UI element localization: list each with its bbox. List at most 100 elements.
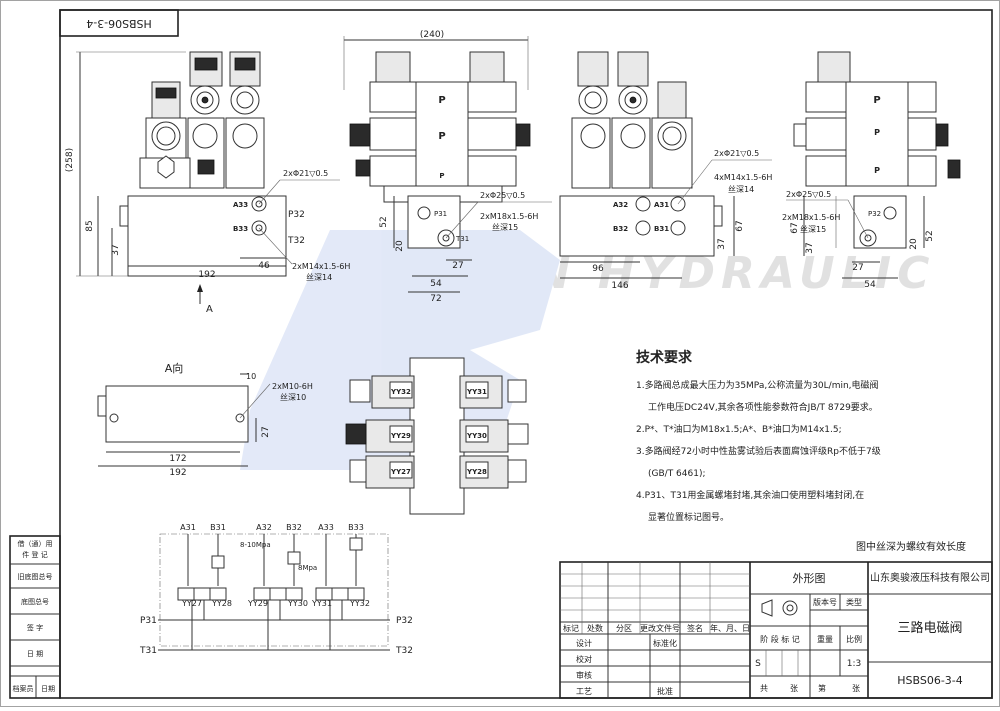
- side-bottom-1: 档案员: [13, 684, 34, 693]
- callout-phi21-a: 2xΦ21▽0.5: [283, 169, 328, 178]
- req-line-4: 3.多路阀经72小时中性盐雾试验后表面腐蚀评级Rp不低于7级: [636, 445, 881, 457]
- callout-m18-b-depth: 丝深15: [800, 224, 826, 234]
- sch-t32: T32: [395, 646, 413, 656]
- side-coil-1: [375, 51, 411, 83]
- req-line-5: (GB/T 6461);: [648, 469, 706, 479]
- view-a: A向 10 2xM10-6H 丝深10 27 172 192: [97, 361, 313, 478]
- sch-pressure-2: 8Mpa: [298, 564, 317, 572]
- sch-yy28: YY28: [211, 599, 232, 608]
- view-a-arrow: A: [206, 304, 213, 315]
- tb-company: 山东奥骏液压科技有限公司: [870, 571, 990, 584]
- sch-b31: B31: [210, 523, 226, 532]
- side-row-1a: 借（通）用: [18, 539, 53, 548]
- tb-sheets: 张: [790, 684, 798, 693]
- callout-phi21-b: 2xΦ21▽0.5: [714, 149, 759, 158]
- callout-m18-b: 2xM18x1.5-6H: [782, 213, 840, 222]
- front-view: A33 B33 P32 T32 (258) 85 37 192 46 2xΦ21…: [65, 51, 350, 315]
- sch-b32: B32: [286, 523, 302, 532]
- tb-date: 年、月、日: [710, 623, 750, 633]
- dim-10: 10: [246, 372, 256, 381]
- sch-yy32: YY32: [349, 599, 370, 608]
- port-b31: B31: [654, 225, 669, 233]
- callout-m14-b-depth: 丝深14: [728, 184, 754, 194]
- tb-sheets-2: 张: [852, 684, 860, 693]
- callout-m18-a: 2xM18x1.5-6H: [480, 212, 538, 221]
- sch-pressure-1: 8-10Mpa: [240, 541, 271, 549]
- port-t31: T31: [455, 235, 469, 243]
- projection-symbol: [761, 599, 773, 617]
- front-coil-1: [151, 81, 181, 119]
- side-coil-2: [469, 51, 505, 83]
- sch-a31: A31: [180, 523, 196, 532]
- dim-37a: 37: [111, 244, 121, 255]
- tb-standardize: 标准化: [653, 638, 677, 648]
- port-p32-right: P32: [868, 210, 881, 218]
- sch-yy29: YY29: [247, 599, 268, 608]
- port-p-6: P: [874, 166, 880, 175]
- dim-192a: 192: [198, 270, 215, 280]
- port-b32: B32: [613, 225, 628, 233]
- tb-version-no: 版本号: [813, 597, 837, 607]
- sch-p32: P32: [396, 616, 413, 626]
- dim-27a: 27: [452, 261, 463, 271]
- dim-85: 85: [85, 220, 95, 231]
- hydraulic-schematic: A31 B31 A32 B32 A33 B33 8-10Mpa 8Mpa YY2…: [139, 523, 413, 656]
- port-a32: A32: [613, 201, 628, 209]
- port-p-3: P: [439, 172, 444, 180]
- port-t32: T32: [287, 236, 305, 246]
- sch-p31: P31: [140, 616, 157, 626]
- side-manual-knob-left: [349, 123, 371, 147]
- sch-a32: A32: [256, 523, 272, 532]
- tb-stage-mark: 阶 段 标 记: [760, 634, 800, 644]
- req-line-7: 显著位置标记图号。: [648, 511, 729, 523]
- callout-m10: 2xM10-6H: [272, 382, 313, 391]
- callout-m10-depth: 丝深10: [280, 392, 306, 402]
- side-view-left: (240) P P P P31 T31 52 20 27 54 72 2xΦ25…: [343, 30, 552, 304]
- req-line-3: 2.P*、T*油口为M18x1.5;A*、B*油口为M14x1.5;: [636, 423, 842, 435]
- tb-approve: 批准: [657, 686, 673, 696]
- callout-phi25-b: 2xΦ25▽0.5: [786, 190, 831, 199]
- port-p-4: P: [873, 95, 880, 106]
- tb-check: 校对: [576, 654, 592, 664]
- tb-type: 类型: [846, 597, 862, 607]
- port-p31: P31: [434, 210, 447, 218]
- dim-96: 96: [592, 264, 604, 274]
- side-manual-knob-right: [515, 123, 531, 147]
- side-bottom-2: 日期: [41, 685, 55, 693]
- drawing-code-rotated: HSBS06-3-4: [86, 17, 152, 30]
- view-a-title: A向: [165, 361, 184, 375]
- tb-count: 处数: [587, 623, 603, 633]
- req-line-1: 1.多路阀总成最大压力为35MPa,公称流量为30L/min,电磁阀: [636, 379, 879, 391]
- tb-number: 第: [818, 683, 826, 693]
- tb-drawing-no: HSBS06-3-4: [897, 674, 963, 687]
- coil-yy30: YY30: [466, 432, 487, 440]
- side-row-3: 底图总号: [21, 597, 49, 606]
- tb-stage-s: S: [755, 659, 761, 669]
- tb-total: 共: [760, 684, 768, 693]
- code-box: [59, 9, 179, 37]
- callout-m18-a-depth: 丝深15: [492, 222, 518, 232]
- technical-requirements: 技术要求 1.多路阀总成最大压力为35MPa,公称流量为30L/min,电磁阀 …: [636, 349, 966, 553]
- rear-coil-3: [657, 81, 687, 119]
- callout-m14-b: 4xM14x1.5-6H: [714, 173, 772, 182]
- side-row-4: 签 字: [27, 623, 43, 632]
- dim-54a: 54: [430, 279, 442, 289]
- dim-37b: 37: [717, 238, 727, 249]
- port-a32-circle: [635, 196, 651, 212]
- dim-20b: 20: [909, 238, 919, 250]
- side-row-2: 旧底图总号: [18, 572, 53, 581]
- coil-yy29: YY29: [390, 432, 411, 440]
- tb-drawing-type: 外形图: [793, 572, 826, 585]
- dim-27b: 27: [852, 263, 863, 273]
- tb-scale-val: 1:3: [847, 659, 861, 669]
- rear-coil-2: [617, 51, 649, 87]
- dim-72: 72: [430, 294, 441, 304]
- inner-frame: [59, 9, 993, 699]
- coil-yy28: YY28: [466, 468, 487, 476]
- side-view-right: P P P P32 27 54 52 20 67 37 2xΦ25▽0.5 2x…: [782, 51, 961, 290]
- port-p31-circle: [417, 206, 431, 220]
- dim-146: 146: [611, 281, 628, 291]
- dim-46: 46: [258, 261, 270, 271]
- dim-37c: 37: [805, 242, 815, 253]
